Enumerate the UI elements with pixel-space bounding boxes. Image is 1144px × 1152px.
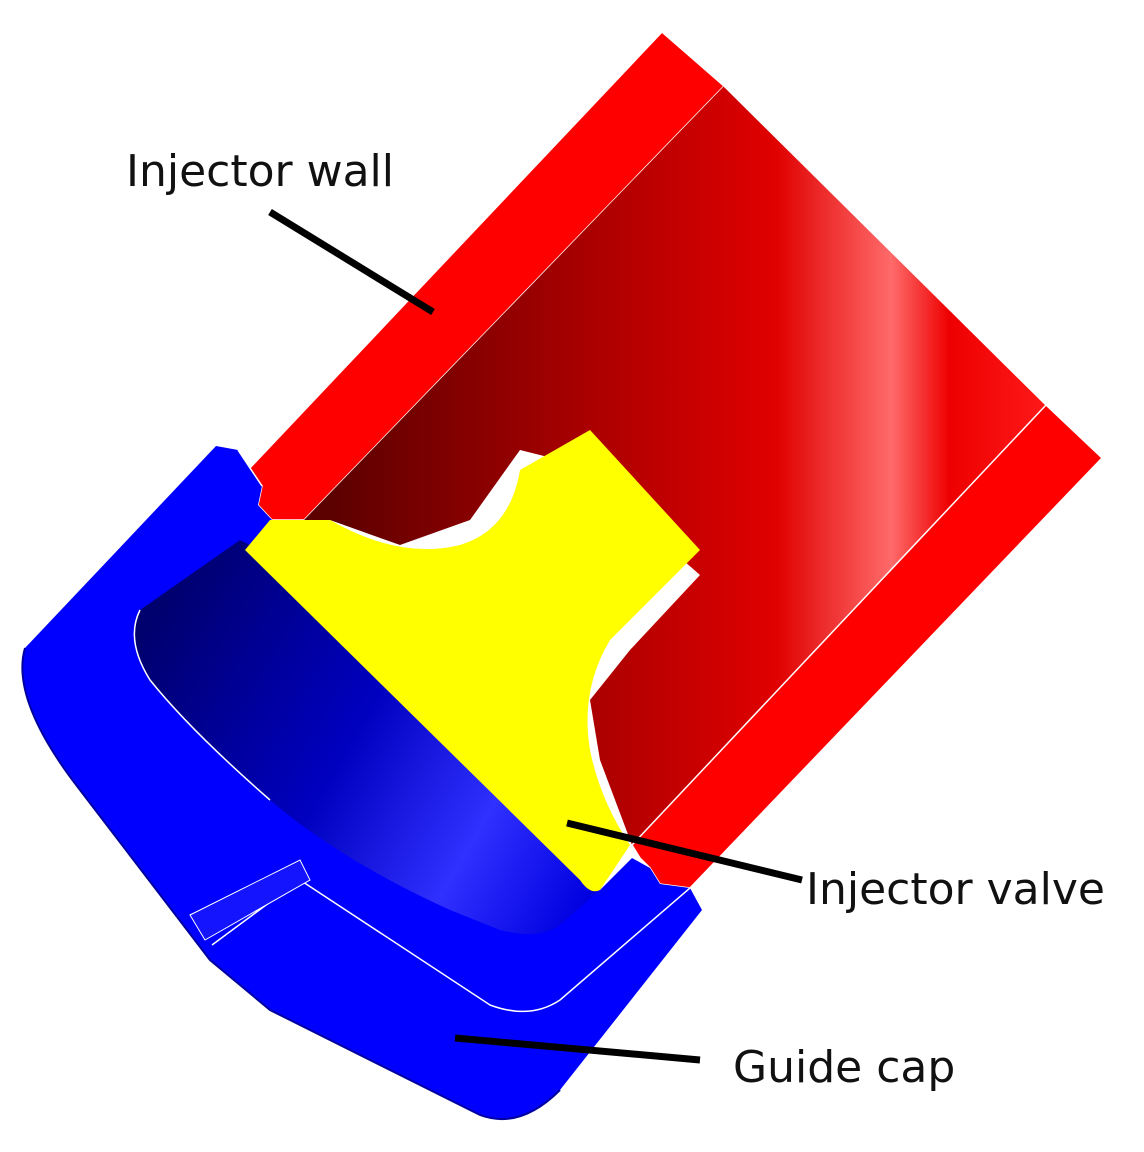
guide-cap-label: Guide cap (733, 1042, 956, 1093)
injector-wall-bore (304, 86, 1046, 845)
guide-cap-cavity (134, 540, 600, 934)
leader-line-guide-cap (454, 1034, 701, 1064)
guide-cap-seam (133, 449, 691, 1013)
injector-valve-body (245, 430, 700, 892)
injector-valve (245, 430, 700, 892)
guide-cap-rim (21, 647, 561, 1121)
leader-line-injector-wall (268, 209, 435, 315)
injector-valve-label: Injector valve (806, 864, 1105, 915)
injector-wall-label: Injector wall (126, 146, 394, 197)
leader-line-injector-valve (566, 819, 803, 884)
guide-cap (21, 446, 702, 1121)
guide-cap-channel (189, 859, 311, 941)
injector-wall (246, 30, 1104, 889)
injector-wall-edge (723, 85, 1047, 406)
